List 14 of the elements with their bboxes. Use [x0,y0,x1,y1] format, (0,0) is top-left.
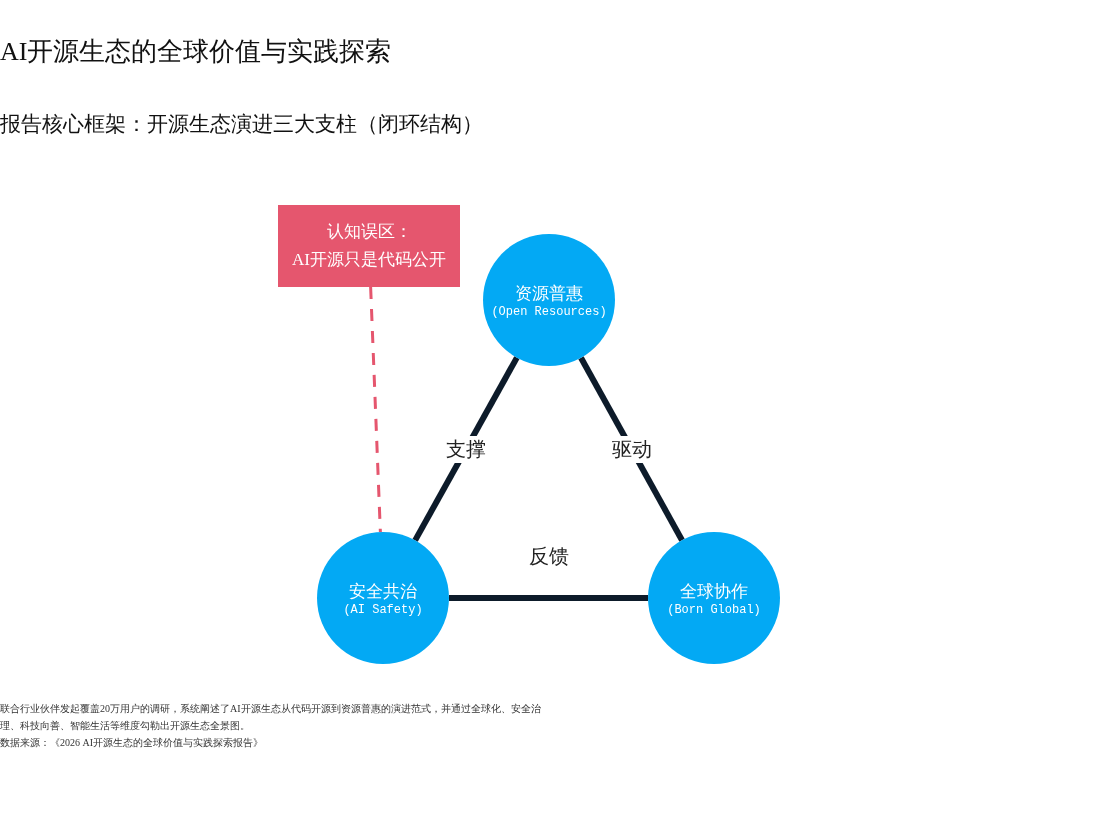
subtitle: 报告核心框架：开源生态演进三大支柱（闭环结构） [0,111,483,138]
connector-line [578,356,685,542]
pillar-circle: 安全共治 (AI Safety) [317,532,449,664]
title: AI开源生态的全球价值与实践探索 [0,36,392,68]
pillar-circle: 资源普惠 (Open Resources) [483,234,615,366]
dashed-connector [369,286,382,533]
pillar-circle: 全球协作 (Born Global) [648,532,780,664]
source-note: 数据来源：《2026 AI开源生态的全球价值与实践探索报告》 [0,736,265,750]
connector-line [412,356,520,542]
edge-label: 驱动 [609,435,654,463]
edge-label: 支撑 [444,435,488,463]
connector-line [449,595,648,601]
description-note: 联合行业伙伴发起覆盖20万用户的调研，系统阐述了AI开源生态从代码开源到资源普惠的演进范式，并通过全球化、安全治理、科技向善、智能生活等维度勾勒出开源生态全景图。 [0,702,542,733]
callout-box: 认知误区： AI开源只是代码公开 [278,205,460,287]
